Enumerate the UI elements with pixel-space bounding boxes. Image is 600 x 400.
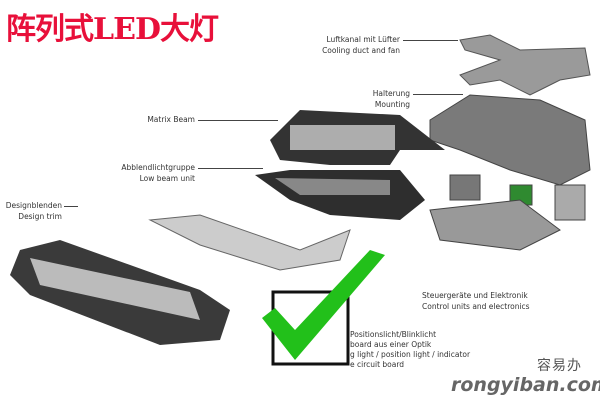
low-beam-part (255, 170, 425, 220)
grille-part (10, 240, 230, 345)
checkmark-icon (262, 250, 385, 360)
label-en: Design trim (18, 212, 62, 221)
cooling-duct-part (459, 34, 591, 96)
label-mounting: Halterung Mounting (330, 88, 410, 110)
page-title: 阵列式LED大灯 (6, 12, 219, 47)
label-de: Abblendlichtgruppe (121, 163, 195, 172)
watermark-cn: 容易办 (537, 358, 582, 374)
label-en: Mounting (374, 100, 410, 109)
label-lowbeam: Abblendlichtgruppe Low beam unit (90, 162, 195, 184)
label-en: Low beam unit (139, 174, 195, 183)
label-cooling: Luftkanal mit Lüfter Cooling duct and fa… (300, 34, 400, 56)
label-de: Steuergeräte und Elektronik (422, 291, 528, 300)
design-trim-part (148, 214, 351, 271)
label-control: Steuergeräte und Elektronik Control unit… (422, 290, 530, 312)
electronics-part (429, 174, 586, 251)
label-en: Cooling duct and fan (322, 46, 400, 55)
label-de: Halterung (372, 89, 410, 98)
label-de: Designblenden (5, 201, 62, 210)
mounting-part (429, 94, 591, 186)
label-de-2: board aus einer Optik (350, 340, 432, 349)
label-de-1: Positionslicht/Blinklicht (350, 330, 437, 339)
label-en-1: g light / position light / indicator (350, 350, 471, 359)
label-position: Positionslicht/Blinklicht board aus eine… (350, 330, 470, 370)
matrix-beam-part (270, 110, 445, 165)
label-matrix: Matrix Beam (110, 114, 195, 125)
label-trim: Designblenden Design trim (0, 200, 62, 222)
watermark-url: rongyiban.com (451, 374, 600, 396)
label-de: Luftkanal mit Lüfter (326, 35, 400, 44)
label-de: Matrix Beam (147, 115, 195, 124)
label-en: Control units and electronics (422, 302, 530, 311)
label-en-2: e circuit board (350, 360, 405, 369)
